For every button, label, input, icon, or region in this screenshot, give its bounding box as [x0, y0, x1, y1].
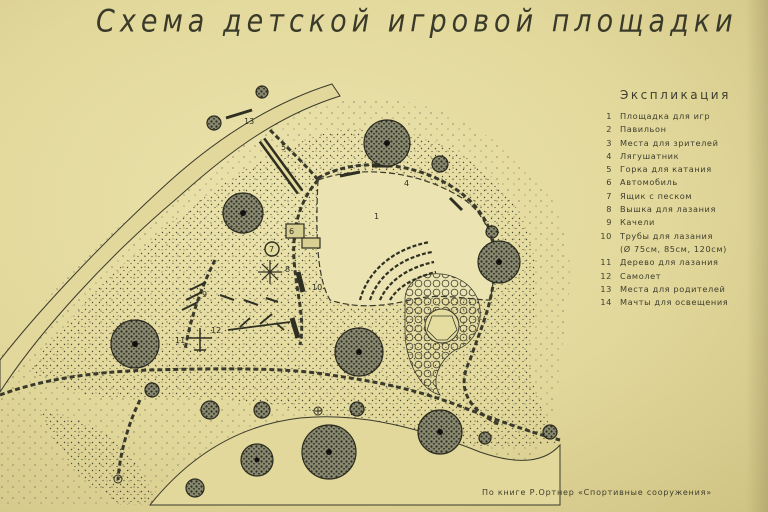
legend-item-number: 9 — [606, 217, 612, 228]
legend-item-label: Площадка для игр — [620, 111, 711, 121]
pool-inner — [426, 315, 458, 341]
legend-item-number — [598, 243, 612, 256]
legend-item-label: Мачты для освещения — [620, 297, 729, 308]
legend-item: 14 Мачты для освещения — [598, 296, 768, 309]
legend-list: 1 Площадка для игр 2 Павильон 3 Места для зри… — [598, 110, 768, 309]
plan-label-6: 6 — [289, 227, 294, 236]
legend-item-number: 11 — [600, 257, 612, 268]
legend-item-label: Лягушатник — [620, 150, 680, 161]
plan-label-12: 12 — [211, 326, 221, 335]
slide — [258, 137, 304, 195]
sand-box — [264, 241, 280, 257]
legend-item-number: 2 — [606, 124, 612, 135]
pavilion — [285, 223, 305, 239]
plan-label-8: 8 — [285, 265, 290, 274]
legend-item-label: Вышка для лазания — [620, 204, 716, 215]
climbing-tower — [258, 260, 282, 284]
plan-label-13: 13 — [244, 117, 254, 126]
legend-item-label: Ящик с песком — [620, 190, 693, 201]
climbing-tubes — [289, 271, 306, 339]
airplane — [188, 328, 212, 352]
plan-label-10: 10 — [312, 283, 322, 292]
legend-item-label: Места для родителей — [620, 283, 726, 294]
legend-item: 4 Лягушатник — [598, 150, 768, 163]
legend-item: (Ø 75см, 85см, 120см) — [598, 243, 768, 256]
plan-label-9: 9 — [202, 290, 207, 299]
legend-item-label: Места для зрителей — [620, 137, 719, 148]
legend-item-label: Автомобиль — [620, 177, 678, 188]
legend-item: 1 Площадка для игр — [598, 110, 768, 123]
legend-item: 9 Качели — [598, 216, 768, 229]
legend-item-label: Самолет — [620, 270, 662, 281]
legend-item-number: 10 — [600, 230, 612, 241]
plan-label-11: 11 — [175, 336, 185, 345]
legend-item-number: 8 — [606, 204, 612, 215]
paper-edge-shadow — [746, 0, 768, 512]
plan-label-7: 7 — [269, 245, 274, 254]
legend-heading: Экспликация — [620, 88, 731, 102]
legend-item: 11 Дерево для лазания — [598, 256, 768, 269]
upper-road — [0, 83, 341, 393]
legend-item-label: Павильон — [620, 124, 667, 135]
legend-item-label: (Ø 75см, 85см, 120см) — [620, 243, 727, 254]
legend-item: 13 Места для родителей — [598, 283, 768, 296]
plan-label-1: 1 — [374, 212, 379, 221]
plan-numbers: 1 4 5 6 7 8 9 10 11 12 13 — [175, 117, 409, 345]
tree-trunks — [132, 140, 502, 463]
legend-item-number: 13 — [600, 283, 612, 294]
legend-item: 3 Места для зрителей — [598, 137, 768, 150]
legend-item: 6 Автомобиль — [598, 176, 768, 189]
legend-item-number: 7 — [606, 190, 612, 201]
source-credit: По книге Р.Ортнер «Спортивные сооружения… — [482, 488, 712, 497]
legend-item-number: 3 — [606, 137, 612, 148]
drawing-title: Схема детской игровой площадки — [96, 3, 738, 40]
plan-label-4: 4 — [404, 179, 409, 188]
legend-item-number: 5 — [606, 164, 612, 175]
light-masts — [113, 406, 323, 484]
swings — [181, 281, 279, 311]
legend-item: 7 Ящик с песком — [598, 190, 768, 203]
legend-item-number: 4 — [606, 150, 612, 161]
legend-item-label: Трубы для лазания — [620, 230, 714, 241]
legend-item-number: 1 — [606, 111, 612, 121]
legend-item: 5 Горка для катания — [598, 163, 768, 176]
legend-item-label: Качели — [620, 217, 655, 228]
legend-item-number: 12 — [600, 270, 612, 281]
frog-pool — [424, 308, 460, 344]
car — [301, 237, 321, 249]
legend-item-number: 6 — [606, 177, 612, 188]
legend-item-number: 14 — [600, 297, 612, 308]
legend-item: 8 Вышка для лазания — [598, 203, 768, 216]
plan-label-5: 5 — [281, 143, 286, 152]
spectator-seats — [358, 240, 437, 301]
legend-item: 10 Трубы для лазания — [598, 230, 768, 243]
legend-item-label: Дерево для лазания — [620, 257, 719, 268]
climbing-tree-log — [227, 313, 291, 331]
legend-item-label: Горка для катания — [620, 164, 712, 175]
legend-item: 2 Павильон — [598, 123, 768, 136]
legend-item: 12 Самолет — [598, 270, 768, 283]
